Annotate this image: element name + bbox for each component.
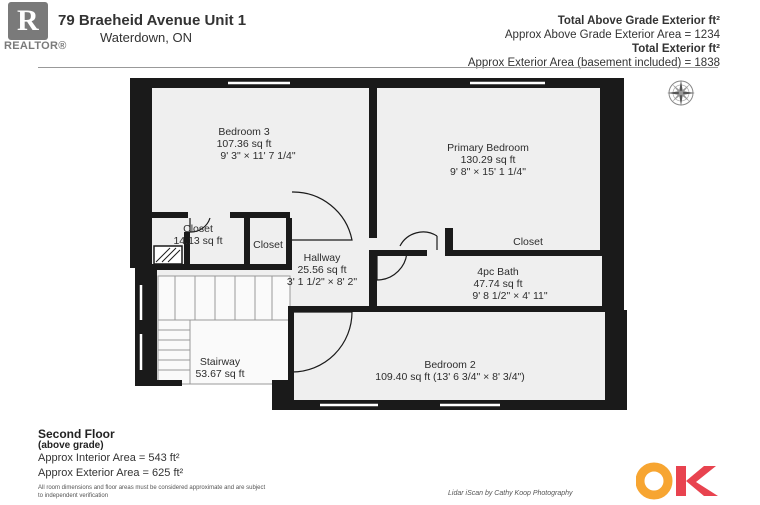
exterior-area-floor: Approx Exterior Area = 625 ft² — [38, 467, 184, 479]
stairway-name: Stairway — [200, 356, 241, 368]
closet1-name: Closet — [183, 223, 213, 235]
photo-credit: Lidar iScan by Cathy Koop Photography — [448, 490, 573, 497]
hallway-dims: 3' 1 1/2" × 8' 2" — [287, 276, 357, 288]
exterior-area: Approx Exterior Area (basement included)… — [467, 57, 720, 69]
bath-area: 47.74 sq ft — [473, 278, 522, 290]
bedroom3-area: 107.36 sq ft — [217, 138, 272, 150]
room-labels: Bedroom 3 107.36 sq ft 9' 3" × 11' 7 1/4… — [173, 126, 547, 383]
closet3-name: Closet — [513, 236, 543, 248]
primary-name: Primary Bedroom — [447, 142, 529, 154]
floor-subtitle: (above grade) — [38, 440, 104, 451]
total-above-title: Total Above Grade Exterior ft² — [557, 15, 720, 27]
stair-treads — [157, 275, 291, 385]
closet2-name: Closet — [253, 239, 283, 251]
primary-dims: 9' 8" × 15' 1 1/4" — [450, 166, 526, 178]
bath-name: 4pc Bath — [477, 266, 519, 278]
compass-icon — [667, 80, 695, 106]
realtor-logo-text: REALTOR® — [4, 40, 67, 52]
windows — [139, 81, 545, 407]
fine-print: All room dimensions and floor areas must… — [38, 485, 266, 499]
bedroom2-area: 109.40 sq ft (13' 6 3/4" × 8' 3/4") — [375, 371, 525, 383]
header-divider — [38, 67, 718, 68]
bedroom2-name: Bedroom 2 — [424, 359, 476, 371]
floor-title: Second Floor — [38, 427, 115, 441]
doors — [189, 191, 438, 373]
above-area: Approx Above Grade Exterior Area = 1234 — [504, 29, 720, 41]
hatched-box — [153, 245, 183, 265]
primary-area: 130.29 sq ft — [461, 154, 516, 166]
total-exterior-title: Total Exterior ft² — [632, 43, 720, 55]
realtor-logo-letter: R — [17, 4, 39, 37]
realtor-logo-box: R — [8, 2, 48, 40]
address-line2: Waterdown, ON — [100, 30, 192, 45]
stairway-area: 53.67 sq ft — [195, 368, 244, 380]
ok-logo — [636, 462, 718, 500]
interior-area: Approx Interior Area = 543 ft² — [38, 452, 180, 464]
hallway-name: Hallway — [304, 252, 342, 264]
hallway-area: 25.56 sq ft — [297, 264, 346, 276]
bedroom3-name: Bedroom 3 — [218, 126, 270, 138]
closet1-area: 14.13 sq ft — [173, 235, 222, 247]
bedroom3-dims: 9' 3" × 11' 7 1/4" — [220, 150, 295, 162]
area-summary: Total Above Grade Exterior ft² Approx Ab… — [468, 14, 720, 70]
bath-dims: 9' 8 1/2" × 4' 11" — [472, 290, 547, 302]
address-line1: 79 Braeheid Avenue Unit 1 — [58, 12, 247, 29]
realtor-logo: R REALTOR® — [2, 2, 86, 52]
